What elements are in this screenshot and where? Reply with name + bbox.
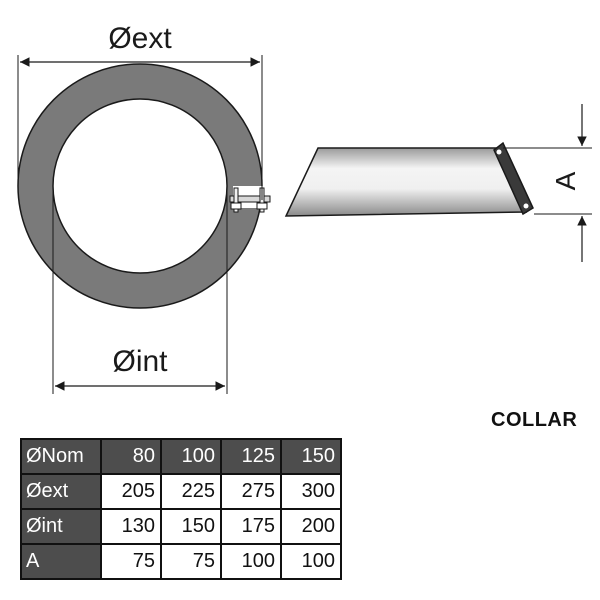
a-dimension: A (503, 104, 592, 262)
table-cell: 75 (160, 543, 222, 580)
collar-ring (17, 63, 263, 309)
table-cell: 225 (160, 473, 222, 510)
table-cell: 130 (100, 508, 162, 545)
table-cell: 100 (280, 543, 342, 580)
table-header-row: ØNom 80 100 125 150 (20, 438, 342, 475)
table-cell: 100 (220, 543, 282, 580)
table-row: Øext 205 225 275 300 (20, 473, 342, 510)
header-cell: 80 (100, 438, 162, 475)
table-cell: 75 (100, 543, 162, 580)
collar-title: COLLAR (491, 409, 578, 431)
collar-drawing: Øext Øint A (17, 22, 592, 394)
ext-label: Øext (108, 22, 172, 55)
table-cell: 300 (280, 473, 342, 510)
header-cell: 150 (280, 438, 342, 475)
header-cell: 100 (160, 438, 222, 475)
spec-table: ØNom 80 100 125 150 Øext 205 225 275 300… (20, 438, 342, 580)
table-cell: 175 (220, 508, 282, 545)
int-dimension: Øint (52, 190, 228, 394)
table-cell: 275 (220, 473, 282, 510)
collar-side-view (284, 141, 534, 217)
ext-dimension: Øext (17, 22, 263, 200)
header-cell: 125 (220, 438, 282, 475)
row-label: Øext (20, 473, 102, 510)
table-cell: 150 (160, 508, 222, 545)
a-label: A (550, 171, 581, 190)
table-row: Øint 130 150 175 200 (20, 508, 342, 545)
table-cell: 205 (100, 473, 162, 510)
header-label: ØNom (20, 438, 102, 475)
row-label: Øint (20, 508, 102, 545)
row-label: A (20, 543, 102, 580)
int-label: Øint (112, 345, 168, 378)
table-row: A 75 75 100 100 (20, 543, 342, 580)
table-cell: 200 (280, 508, 342, 545)
